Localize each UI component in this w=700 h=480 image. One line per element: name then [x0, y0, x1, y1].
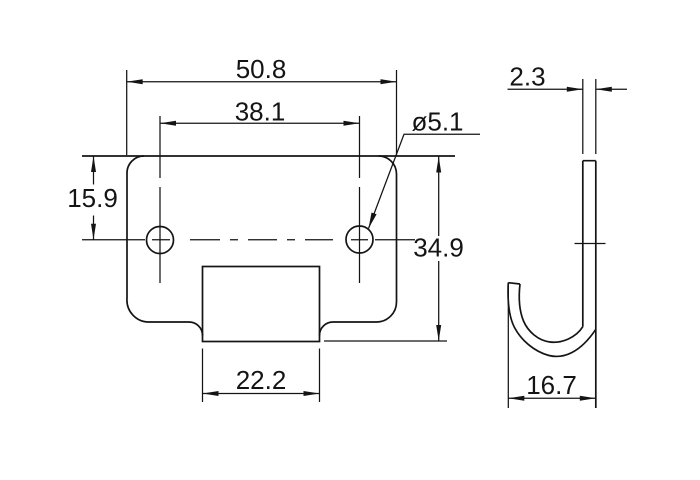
arrowhead	[91, 223, 96, 240]
arrowhead	[436, 325, 442, 341]
front-view: 50.8 38.1 15.9 34.9	[67, 54, 480, 402]
arrowhead	[579, 395, 596, 401]
dim-label-top-to-hole-center: 15.9	[67, 183, 118, 213]
plate-outline-right	[318, 155, 398, 336]
dim-label-hook-depth: 16.7	[526, 370, 577, 400]
plate-outline-left	[126, 155, 204, 336]
side-view: 2.3 16.7	[507, 62, 627, 408]
dim-hole-spacing: 38.1	[160, 97, 360, 127]
dim-label-hole-spacing: 38.1	[235, 97, 286, 127]
hook-tab-outline	[201, 265, 321, 343]
dim-label-hole-diameter: ø5.1	[411, 107, 463, 137]
leader-line	[367, 133, 480, 229]
dim-overall-width: 50.8	[126, 54, 398, 155]
arrowhead	[595, 86, 612, 92]
arrowhead	[508, 395, 525, 401]
dim-hole-diameter: ø5.1	[367, 107, 480, 229]
arrowhead	[126, 79, 143, 85]
arrowhead	[202, 391, 219, 396]
dim-tab-width: 22.2	[201, 348, 321, 402]
arrowhead	[380, 79, 397, 85]
dim-top-to-hole-center: 15.9	[67, 156, 118, 240]
dim-label-thickness: 2.3	[509, 62, 545, 92]
dim-label-tab-width: 22.2	[236, 365, 287, 395]
hook-tip-edge	[508, 281, 521, 285]
arrowhead	[91, 156, 96, 172]
arrowhead	[566, 86, 583, 92]
arrowhead	[436, 156, 442, 173]
dim-label-overall-height: 34.9	[413, 233, 464, 263]
dim-label-overall-width: 50.8	[236, 54, 287, 84]
extension-line	[126, 70, 398, 155]
arrowhead	[368, 212, 377, 229]
arrowhead	[343, 120, 360, 126]
extension-line	[582, 79, 597, 154]
arrowhead	[303, 391, 320, 396]
hook-inner-curve	[518, 283, 584, 344]
dim-hook-depth: 16.7	[507, 282, 596, 408]
dim-thickness: 2.3	[507, 62, 627, 154]
dim-overall-height: 34.9	[324, 156, 464, 342]
arrowhead	[160, 120, 176, 126]
